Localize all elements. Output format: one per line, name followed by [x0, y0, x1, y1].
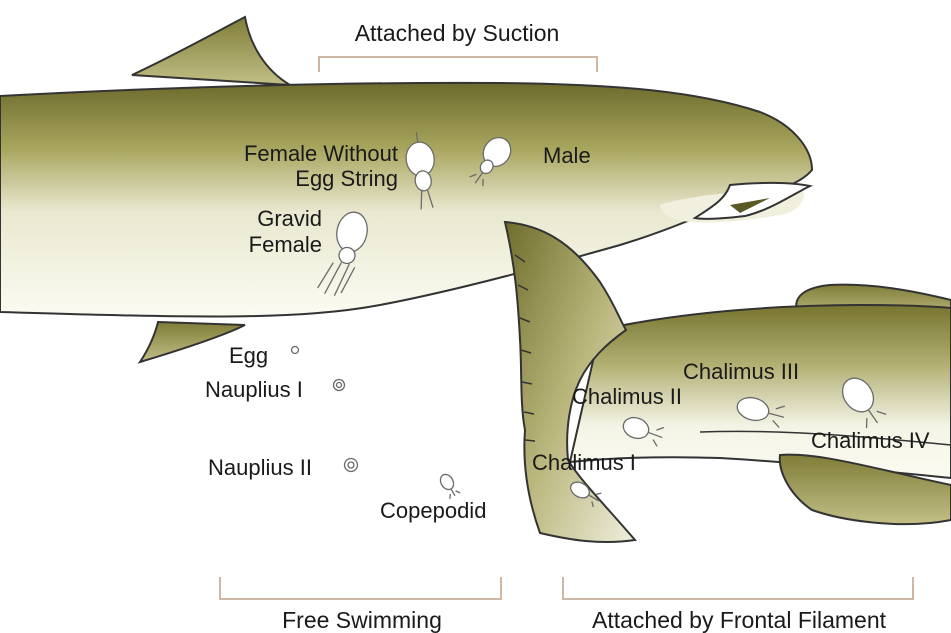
label-egg: Egg — [229, 343, 268, 368]
label-gravid-female-line1: Gravid — [257, 206, 322, 231]
label-female-without-egg-string-line2: Egg String — [295, 166, 398, 191]
label-female-without-egg-string-line1: Female Without — [244, 141, 398, 166]
label-chalimus-2: Chalimus II — [572, 384, 682, 409]
large-fish-illustration — [0, 17, 812, 362]
label-copepodid: Copepodid — [380, 498, 486, 523]
phase-label-attached-by-frontal-filament: Attached by Frontal Filament — [592, 607, 887, 633]
bracket-attached-by-suction — [319, 57, 597, 72]
bracket-free-swimming — [220, 577, 501, 599]
nauplius-2-icon — [345, 459, 358, 472]
label-chalimus-4: Chalimus IV — [811, 428, 930, 453]
label-nauplius-1: Nauplius I — [205, 377, 303, 402]
label-gravid-female-line2: Female — [249, 232, 322, 257]
label-nauplius-2: Nauplius II — [208, 455, 312, 480]
label-male: Male — [543, 143, 591, 168]
phase-label-attached-by-suction: Attached by Suction — [355, 20, 560, 46]
label-chalimus-3: Chalimus III — [683, 359, 799, 384]
bracket-attached-by-frontal-filament — [563, 577, 913, 599]
egg-icon — [292, 347, 299, 354]
nauplius-1-icon — [334, 380, 345, 391]
copepodid-icon — [438, 472, 460, 499]
label-chalimus-1: Chalimus I — [532, 450, 636, 475]
phase-label-free-swimming: Free Swimming — [282, 607, 442, 633]
dorsal-fin-large — [132, 17, 290, 85]
